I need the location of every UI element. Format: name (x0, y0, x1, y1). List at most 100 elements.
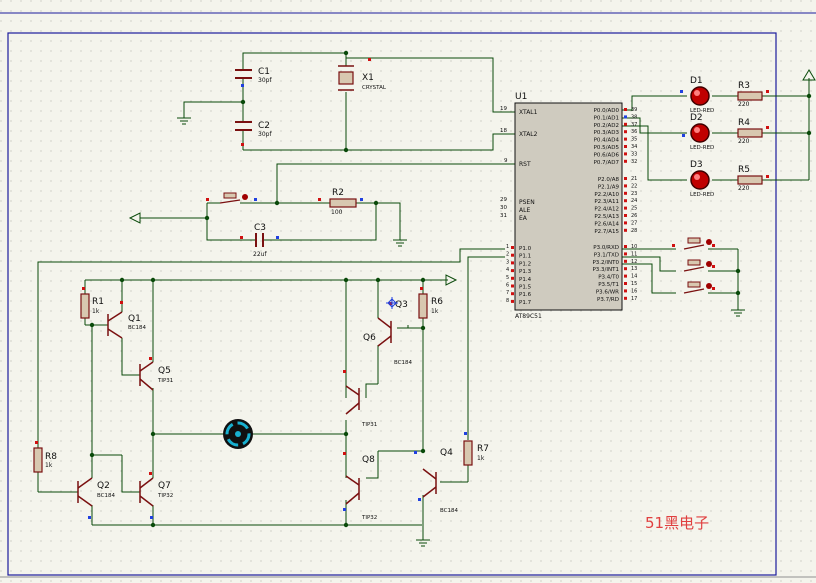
pin-marker-p1-3 (511, 269, 514, 273)
r3-value: 220 (738, 101, 750, 108)
pin-num-p0-7: 32 (631, 159, 637, 165)
pin-num-p1-7: 8 (506, 298, 509, 304)
r7-value: 1k (477, 455, 485, 462)
pin-num-29: 29 (500, 197, 507, 203)
d1-label: D1 (690, 76, 703, 86)
dc-motor[interactable] (223, 419, 253, 449)
crystal-x1[interactable]: X1 CRYSTAL (338, 65, 387, 91)
pin-marker-p2-0 (624, 177, 627, 180)
pin-label-p2-2: P2.2/A10 (594, 192, 619, 198)
q4-label: Q4 (440, 448, 453, 458)
pin-label-p1-0: P1.0 (519, 246, 532, 252)
pin-marker-p2-5 (624, 214, 627, 217)
pin-num-p0-1: 38 (631, 114, 637, 120)
pin-marker-p2-4 (624, 206, 627, 210)
r6-value: 1k (431, 308, 439, 315)
resistor-r3[interactable]: R3 220 (737, 81, 763, 108)
resistor-r8[interactable]: R8 1k (33, 447, 57, 473)
pin-marker-p3-2 (624, 259, 627, 263)
transistor-q5[interactable]: Q5 TIP31 (139, 361, 173, 391)
pin-num-p2-5: 26 (631, 213, 637, 219)
pin-label-p2-1: P2.1/A9 (598, 184, 620, 190)
pin-num-p3-7: 17 (631, 296, 637, 302)
r5-label: R5 (738, 165, 750, 175)
pin-label-p0-4: P0.4/AD4 (594, 138, 620, 144)
pin-label-p2-7: P2.7/A15 (594, 229, 619, 235)
led-d3[interactable]: D3 LED-RED (690, 160, 714, 198)
ground-symbol-bridge (416, 539, 430, 547)
pin-marker-p0-6 (624, 152, 627, 156)
pin-label-p3-2: P3.2/INT0 (592, 260, 619, 266)
pin-num-p2-2: 23 (631, 191, 637, 197)
transistor-q4[interactable]: Q4 BC184 (422, 448, 459, 514)
pin-num-p2-1: 22 (631, 183, 637, 189)
button-p32[interactable] (683, 281, 712, 294)
c3-label: C3 (254, 223, 266, 233)
pin-marker-p0-0 (624, 108, 627, 111)
ground-symbol-buttons (731, 309, 745, 317)
transistor-q8[interactable]: Q8 TIP32 (345, 455, 377, 521)
reset-button[interactable] (219, 192, 248, 204)
pin-marker-p2-1 (624, 184, 627, 188)
transistor-q7[interactable]: Q7 TIP32 (139, 477, 173, 507)
d2-value: LED-RED (690, 145, 714, 151)
d2-label: D2 (690, 113, 703, 123)
u1-label: U1 (515, 92, 527, 102)
capacitor-c2[interactable]: C2 30pf (235, 121, 272, 138)
led-d2[interactable]: D2 LED-RED (690, 113, 714, 151)
pin-num-p3-2: 12 (631, 259, 637, 265)
pin-ale: ALE (519, 207, 530, 214)
resistor-r2[interactable]: R2 100 (329, 188, 357, 216)
pin-psen: PSEN (519, 199, 535, 206)
q4-value: BC184 (440, 508, 459, 514)
pin-label-p3-3: P3.3/INT1 (592, 267, 619, 273)
button-p30[interactable] (683, 237, 712, 250)
resistor-r6[interactable]: R6 1k (418, 293, 443, 319)
r5-value: 220 (738, 185, 750, 192)
pin-num-30: 30 (500, 205, 507, 211)
resistor-r1[interactable]: R1 1k (80, 293, 104, 319)
resistor-r5[interactable]: R5 220 (737, 165, 763, 192)
q1-value: BC184 (128, 325, 147, 331)
pin-marker-p3-0 (624, 245, 627, 248)
pin-num-p2-6: 27 (631, 220, 637, 226)
ground-symbol-crystal (177, 117, 191, 125)
pin-marker-p2-3 (624, 199, 627, 203)
pin-label-p3-6: P3.6/WR (596, 289, 619, 295)
pin-label-p2-5: P2.5/A13 (594, 214, 619, 220)
q6-label: Q6 (363, 333, 376, 343)
pin-label-p0-1: P0.1/AD1 (594, 115, 619, 121)
capacitor-c3[interactable]: C3 22uf (253, 223, 267, 258)
c3-value: 22uf (253, 251, 267, 258)
capacitor-c1[interactable]: C1 30pf (235, 67, 272, 84)
transistor-q3-tip31[interactable]: TIP31 (345, 385, 377, 428)
r4-label: R4 (738, 118, 750, 128)
pin-num-p3-5: 15 (631, 281, 637, 287)
q8-label: Q8 (362, 455, 375, 465)
pin-num-p2-3: 24 (631, 198, 637, 204)
transistor-q1[interactable]: Q1 BC184 (107, 311, 147, 339)
junction-dots (89, 50, 812, 528)
resistor-r7[interactable]: R7 1k (463, 440, 489, 466)
pin-marker-p1-2 (511, 261, 514, 265)
power-arrow-left (128, 212, 141, 224)
button-p31[interactable] (683, 259, 712, 272)
pin-num-p0-3: 36 (631, 129, 637, 135)
x1-value: CRYSTAL (362, 85, 387, 91)
pin-marker-p2-7 (624, 228, 627, 232)
r7-label: R7 (477, 444, 489, 454)
led-d1[interactable]: D1 LED-RED (690, 76, 714, 114)
c1-value: 30pf (258, 77, 272, 84)
pin-marker-p3-7 (624, 296, 627, 300)
pin-label-p1-4: P1.4 (519, 277, 532, 283)
r1-value: 1k (92, 308, 100, 315)
transistor-q2[interactable]: Q2 BC184 (77, 477, 116, 507)
r8-label: R8 (45, 452, 57, 462)
transistor-q6[interactable]: Q6 BC184 Q3 (363, 300, 413, 366)
microcontroller-u1[interactable]: U1 AT89C51 XTAL1 XTAL2 RST PSEN ALE EA 1… (500, 92, 637, 320)
pin-num-p0-6: 33 (631, 151, 637, 157)
pin-label-p1-3: P1.3 (519, 269, 532, 275)
q1-label: Q1 (128, 314, 141, 324)
resistor-r4[interactable]: R4 220 (737, 118, 763, 145)
